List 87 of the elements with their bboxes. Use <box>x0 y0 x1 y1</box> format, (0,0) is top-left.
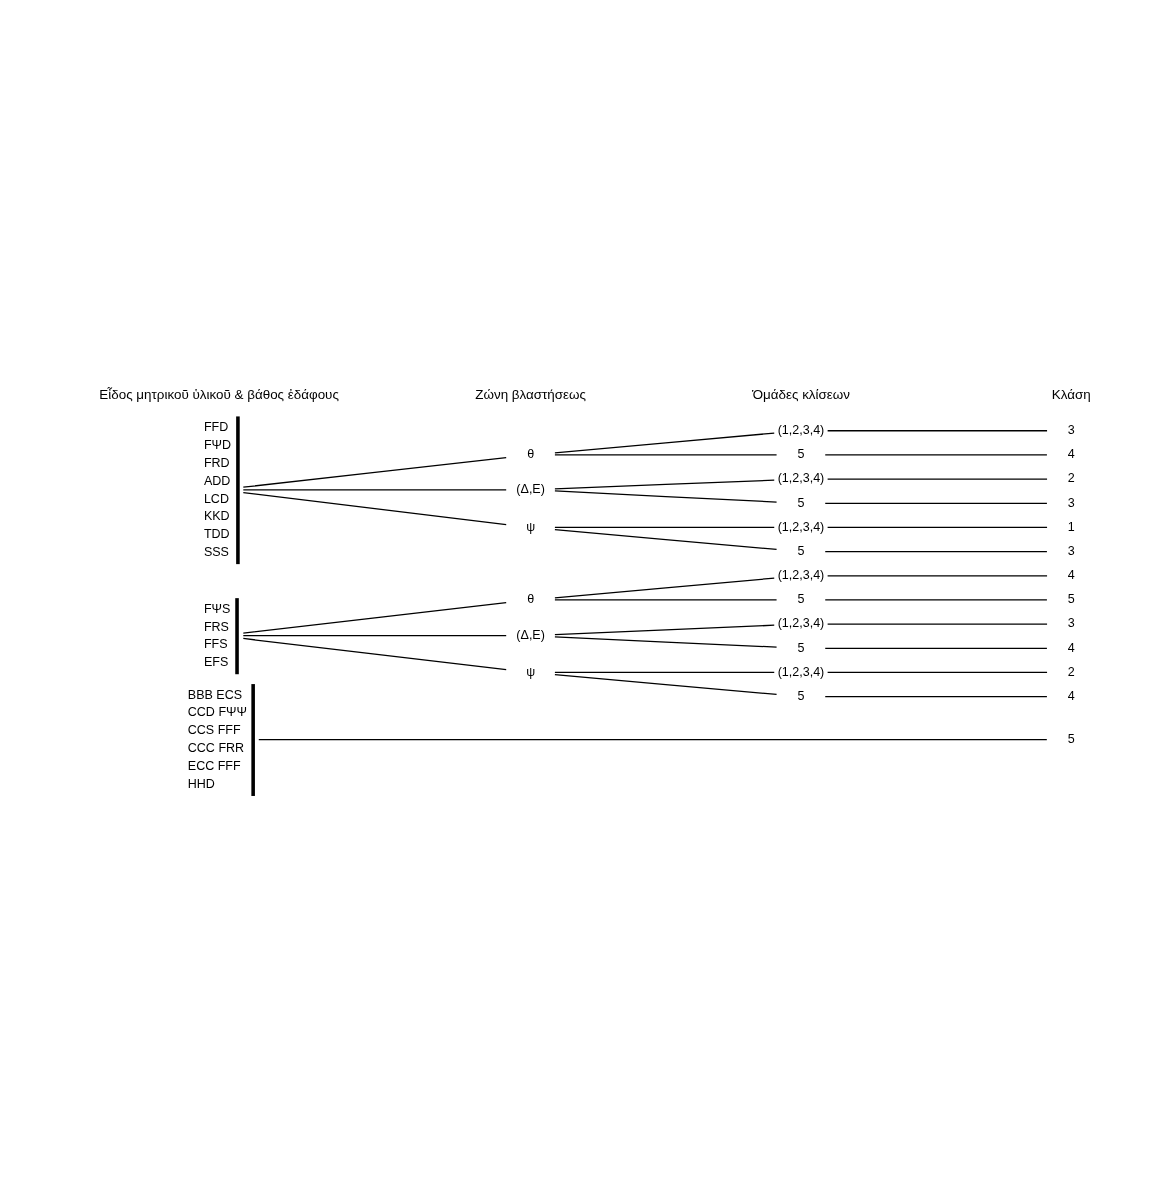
connector <box>824 550 1048 552</box>
node-text: 4 <box>1067 688 1075 703</box>
connector <box>827 671 1048 673</box>
connector <box>242 456 507 488</box>
node-text: 5 <box>1067 591 1075 606</box>
node-text: 5 <box>797 446 805 461</box>
connector <box>242 488 507 490</box>
connector <box>242 491 507 525</box>
connector <box>554 453 778 456</box>
node-text: ψ <box>526 519 536 534</box>
connector <box>554 576 775 598</box>
connector <box>242 634 507 636</box>
label: Εἶδος μητρικοῦ ὑλικοῦ & βάθος ἐδάφους <box>99 386 339 402</box>
node-label: ECC FFF <box>187 758 241 773</box>
node-text: 3 <box>1067 615 1075 630</box>
node-text: 5 <box>797 640 805 655</box>
node-label: ADD <box>203 473 231 488</box>
node-text: 3 <box>1067 495 1075 510</box>
node-text: (1,2,3,4) <box>777 664 825 679</box>
node-text: (1,2,3,4) <box>777 470 825 485</box>
label: Ζώνη βλαστήσεως <box>475 386 586 402</box>
connector <box>554 479 775 490</box>
node-label: HHD <box>187 776 215 791</box>
node-text: (Δ,Ε) <box>516 481 545 496</box>
connector <box>827 477 1048 480</box>
node-label: SSS <box>203 544 229 559</box>
node-text: (1,2,3,4) <box>777 519 825 534</box>
node-text: (1,2,3,4) <box>777 422 825 437</box>
node-label: FRS <box>203 619 229 634</box>
connector <box>824 453 1048 456</box>
connector <box>554 526 775 528</box>
connector <box>824 502 1048 504</box>
connector <box>554 635 778 648</box>
connector <box>554 489 778 503</box>
connector <box>258 738 1048 740</box>
node-text: (Δ,Ε) <box>516 627 545 642</box>
label: Κλάση <box>1051 386 1091 402</box>
connector <box>554 598 778 601</box>
node-label: FRD <box>203 455 230 470</box>
node-label: FFS <box>203 636 228 651</box>
node-label: CCC FRR <box>187 740 245 755</box>
connector <box>554 673 778 695</box>
node-label: CCD FΨΨ <box>187 704 247 719</box>
node-label: FFD <box>203 419 229 434</box>
connector <box>827 574 1048 576</box>
node-box <box>251 683 255 796</box>
label: Ὁμάδες κλίσεων <box>751 386 850 402</box>
node-label: BBB ECS <box>187 687 243 702</box>
node-label: KKD <box>203 508 230 523</box>
connector <box>827 429 1048 431</box>
node-text: θ <box>527 446 535 461</box>
node-text: 4 <box>1067 640 1075 655</box>
node-text: 5 <box>1067 731 1075 746</box>
node-box <box>235 597 239 674</box>
node-text: (1,2,3,4) <box>777 567 825 582</box>
connector <box>554 624 775 635</box>
connector <box>242 637 507 670</box>
node-label: CCS FFF <box>187 722 241 737</box>
connector <box>824 647 1048 649</box>
node-text: 4 <box>1067 567 1075 582</box>
connector <box>824 695 1048 697</box>
node-text: 1 <box>1067 519 1075 534</box>
connector <box>554 431 775 453</box>
node-text: 5 <box>797 591 805 606</box>
node-text: 2 <box>1067 470 1075 485</box>
connector <box>824 598 1048 601</box>
connector <box>242 601 507 634</box>
node-text: 5 <box>797 688 805 703</box>
node-text: 3 <box>1067 422 1075 437</box>
node-text: 2 <box>1067 664 1075 679</box>
node-text: 4 <box>1067 446 1075 461</box>
node-text: 3 <box>1067 543 1075 558</box>
node-text: 5 <box>797 495 805 510</box>
connector <box>554 671 775 673</box>
connector <box>554 528 778 550</box>
node-text: ψ <box>526 664 536 679</box>
node-box <box>236 415 240 564</box>
node-label: FΨD <box>203 437 232 452</box>
node-text: (1,2,3,4) <box>777 615 825 630</box>
node-label: FΨS <box>203 601 231 616</box>
connector <box>827 622 1048 625</box>
node-label: EFS <box>203 654 229 669</box>
connector <box>827 526 1048 528</box>
node-text: θ <box>527 591 535 606</box>
node-text: 5 <box>797 543 805 558</box>
node-label: TDD <box>203 526 230 541</box>
node-label: LCD <box>203 491 229 506</box>
